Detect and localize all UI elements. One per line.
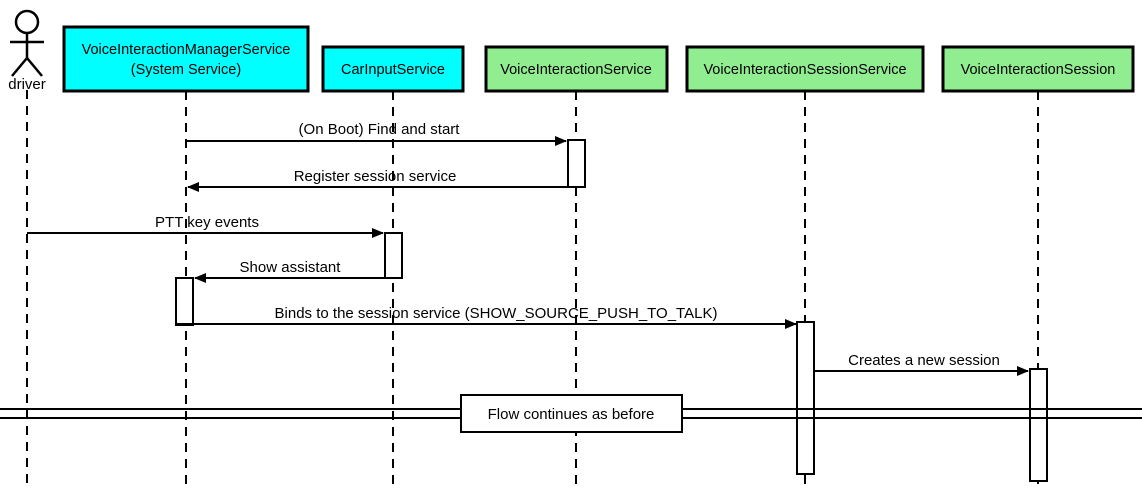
participant-label-vims-line2: (System Service) bbox=[131, 62, 241, 78]
message-binds-to-the-session-service[interactable]: Binds to the session service (SHOW_SOURC… bbox=[176, 305, 797, 329]
actor-right-leg-icon bbox=[26, 57, 43, 77]
participant-carinputservice[interactable]: CarInputService bbox=[321, 45, 465, 93]
message-label-ptt-key-events: PTT key events bbox=[155, 214, 259, 231]
message-register-session-service[interactable]: Register session service bbox=[187, 168, 568, 192]
participant-voiceinteractionmanagerservice[interactable]: VoiceInteractionManagerService (System S… bbox=[62, 25, 310, 93]
activation-bar-voiceinteractionsessionservice bbox=[796, 321, 815, 475]
participant-label-voiceinteractionsession: VoiceInteractionSession bbox=[961, 62, 1116, 78]
note-box-flow-continues[interactable] bbox=[460, 394, 683, 433]
message-label-register-session-service: Register session service bbox=[294, 168, 457, 185]
actor-head-icon bbox=[14, 9, 40, 35]
activation-bar-voiceinteractionsession bbox=[1029, 368, 1048, 482]
participant-voiceinteractionservice[interactable]: VoiceInteractionService bbox=[484, 45, 669, 93]
participant-voiceinteractionsession[interactable]: VoiceInteractionSession bbox=[941, 45, 1135, 93]
message-label-creates-a-new-session: Creates a new session bbox=[848, 352, 1000, 369]
participant-label-voiceinteractionservice: VoiceInteractionService bbox=[500, 62, 652, 78]
actor-driver[interactable]: driver bbox=[8, 9, 46, 93]
participant-box-voiceinteractionservice[interactable] bbox=[484, 45, 669, 93]
participant-box-vims[interactable] bbox=[62, 25, 310, 93]
message-creates-a-new-session[interactable]: Creates a new session bbox=[814, 352, 1029, 376]
actor-left-leg-icon bbox=[11, 57, 28, 77]
message-ptt-key-events[interactable]: PTT key events bbox=[27, 214, 384, 238]
message-label-on-boot-find-and-start: (On Boot) Find and start bbox=[299, 121, 461, 138]
participant-label-carinputservice: CarInputService bbox=[341, 62, 445, 78]
participant-box-carinputservice[interactable] bbox=[321, 45, 465, 93]
participant-box-voiceinteractionsessionservice[interactable] bbox=[685, 45, 925, 93]
actor-label-driver: driver bbox=[8, 76, 46, 93]
activation-bar-voiceinteractionmanagerservice bbox=[175, 277, 194, 326]
participant-voiceinteractionsessionservice[interactable]: VoiceInteractionSessionService bbox=[685, 45, 925, 93]
message-label-binds-to-the-session-service: Binds to the session service (SHOW_SOURC… bbox=[275, 305, 718, 322]
participant-label-vims-line1: VoiceInteractionManagerService bbox=[82, 42, 291, 58]
activation-bar-voiceinteractionservice bbox=[567, 139, 586, 188]
note-flow-continues-as-before[interactable]: Flow continues as before bbox=[460, 394, 683, 433]
message-label-show-assistant: Show assistant bbox=[240, 259, 342, 276]
note-label-flow-continues: Flow continues as before bbox=[488, 406, 655, 423]
activation-bar-carinputservice bbox=[384, 232, 403, 279]
message-on-boot-find-and-start[interactable]: (On Boot) Find and start bbox=[186, 121, 567, 146]
message-show-assistant[interactable]: Show assistant bbox=[194, 259, 385, 283]
participant-label-voiceinteractionsessionservice: VoiceInteractionSessionService bbox=[703, 62, 906, 78]
activation-bars-group bbox=[175, 139, 1048, 482]
participant-box-voiceinteractionsession[interactable] bbox=[941, 45, 1135, 93]
